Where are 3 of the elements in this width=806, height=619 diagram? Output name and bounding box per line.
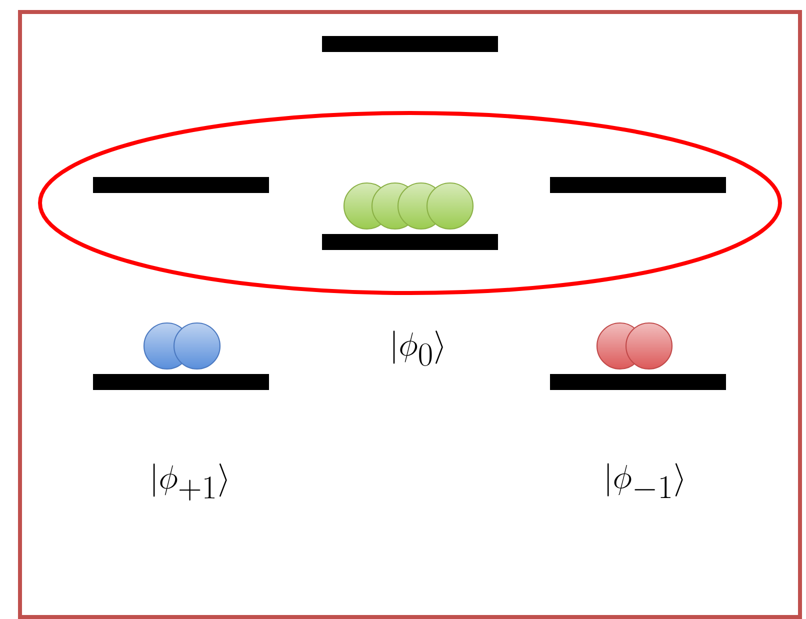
state-label: $|\phi_{-1}\rangle$: [607, 463, 683, 498]
state-label: $|\phi_0\rangle$: [393, 330, 443, 366]
state-label: $|\phi_{+1}\rangle$: [153, 464, 227, 500]
